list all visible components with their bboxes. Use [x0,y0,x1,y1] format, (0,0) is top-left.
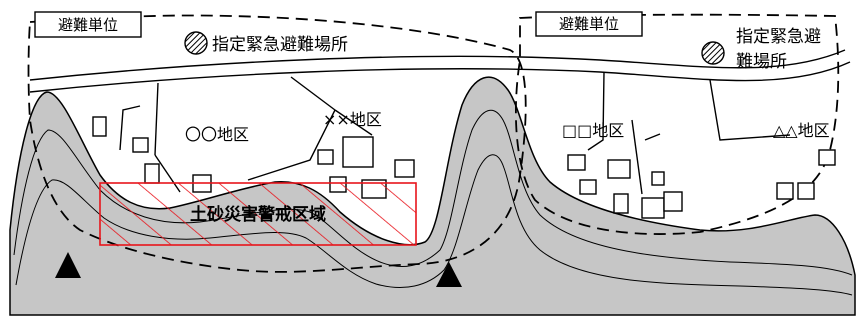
shelter-label-right-line2: 難場所 [736,52,787,72]
peak-triangle-icon [55,252,81,278]
sediment-warning-zone [99,182,417,246]
main-road [29,49,846,81]
main-road-edge [29,61,851,93]
house [607,159,631,179]
house [641,197,665,219]
side-road [290,76,336,111]
evacuation-unit-label: 避難単位 [58,16,118,34]
sediment-warning-zone-label: 土砂災害警戒区域 [190,204,326,225]
evacuation-unit-tag-right: 避難単位 [535,11,643,37]
house [144,163,160,184]
shelter-label-right-line1: 指定緊急避 [736,27,821,47]
house [92,116,107,137]
district-label-cross: ××地区 [323,110,382,129]
contour-line [13,109,853,276]
district-label-circle: 〇〇地区 [185,125,249,144]
house [613,193,629,214]
house [342,136,374,168]
house [663,191,683,212]
house [317,149,334,165]
shelter-label-left: 指定緊急避難場所 [212,35,348,55]
house [818,149,836,166]
side-road [247,109,336,181]
house [567,154,586,171]
evacuation-unit-label: 避難単位 [559,15,619,33]
shelter-marker-icon [701,41,725,65]
terrain-area [9,76,856,316]
shelter-marker-icon [184,31,208,55]
house [579,179,597,195]
house [394,159,415,178]
side-road [709,79,791,141]
district-label-square: □□地区 [562,121,624,140]
house [776,182,794,200]
side-road [119,105,141,151]
side-road [587,71,605,151]
evacuation-unit-boundary-left [27,14,527,273]
house [797,182,815,200]
side-road [334,109,373,136]
district-label-triangle: △△地区 [773,121,830,140]
side-road [154,82,159,156]
house [132,137,149,153]
house [651,171,665,186]
side-road [644,133,661,141]
evacuation-unit-tag-left: 避難単位 [34,11,142,38]
peak-triangle-icon [436,262,462,287]
side-road [631,119,643,195]
